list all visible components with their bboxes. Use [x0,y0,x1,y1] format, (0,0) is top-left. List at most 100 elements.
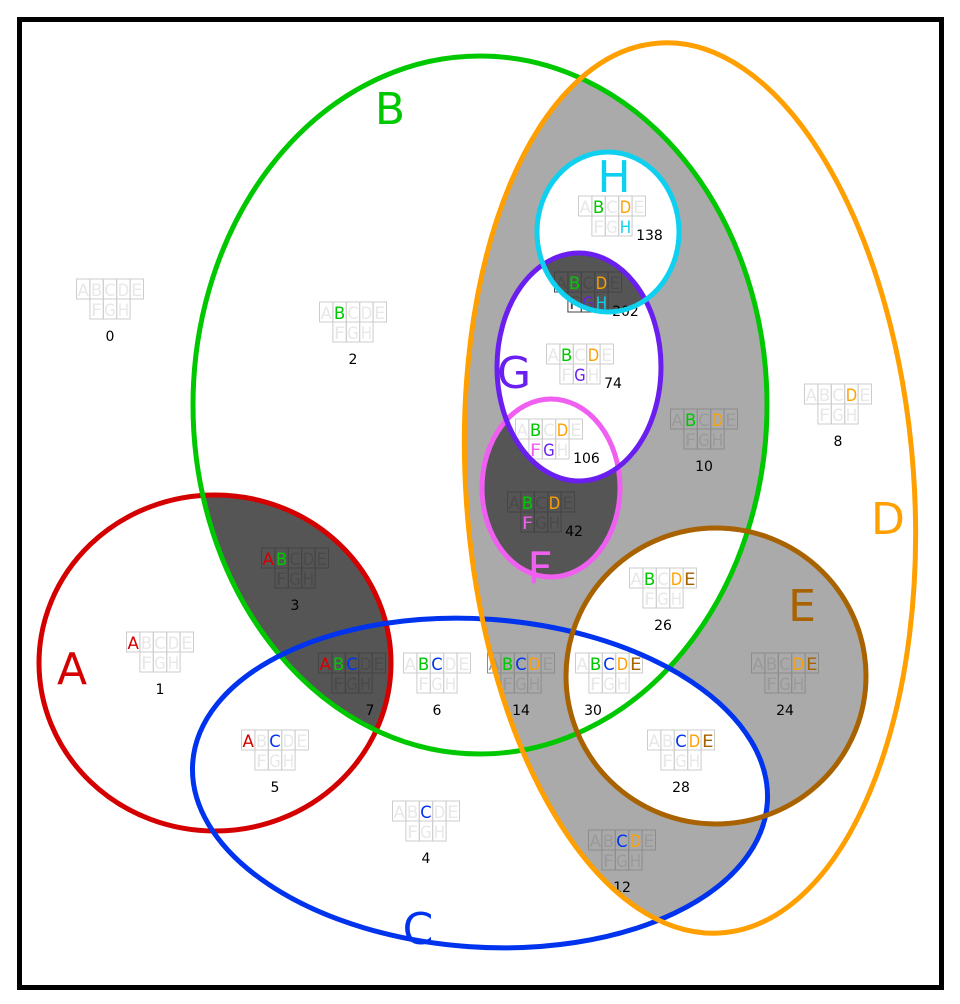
region-count: 10 [695,459,713,475]
region-count: 6 [433,703,442,719]
region-count: 3 [291,598,300,614]
set-letter: A [78,281,90,301]
set-letter: G [269,752,280,772]
set-letter: A [243,732,255,752]
set-letter: B [603,832,614,852]
set-letter: E [643,832,654,852]
letter-cell [166,651,181,673]
set-letter: D [620,198,631,218]
set-letter: F [334,324,345,344]
letter-cell [599,343,614,365]
set-letter: F [418,675,429,695]
set-letter: F [276,570,287,590]
set-letter: G [347,324,358,344]
region-count: 26 [654,618,672,634]
letter-cell [116,298,131,320]
letter-cell [710,428,725,450]
set-letter: A [672,411,684,431]
set-letter: D [445,655,456,675]
set-letter: F [141,654,152,674]
set-c-ellipse [189,615,771,951]
set-letter: E [702,732,713,752]
set-letter: D [549,494,560,514]
set-letter: E [725,411,736,431]
set-letter: F [561,366,572,386]
set-letter: E [609,274,620,294]
set-letter: E [181,634,192,654]
set-letter: G [515,675,526,695]
set-d-ellipse [461,40,919,936]
letter-cell [281,749,296,771]
set-letter: A [753,655,765,675]
region-count: 30 [584,703,602,719]
letter-cell [669,587,684,609]
set-f-ellipse [479,396,623,580]
set-letter: A [394,803,406,823]
set-letter: G [543,441,554,461]
set-letter: B [569,274,580,294]
set-letter: C [104,281,115,301]
region-count: 2 [349,352,358,368]
set-letter: C [289,550,300,570]
set-letter: F [502,675,513,695]
set-letter: G [431,675,442,695]
set-letter: B [522,494,533,514]
letter-cell [129,278,145,300]
set-letter: H [361,324,372,344]
set-letter: H [557,441,568,461]
set-g-ellipse [494,250,664,484]
region-count: 1 [156,682,165,698]
letter-cell [723,408,738,430]
set-letter: H [793,675,804,695]
set-letter: H [846,406,857,426]
set-letter: E [806,655,817,675]
set-letter: A [320,655,332,675]
set-letter: C [515,655,526,675]
set-letter: D [361,304,372,324]
set-letter: G [535,514,546,534]
set-letter: C [154,634,165,654]
set-letter: C [347,304,358,324]
set-letter: A [128,634,140,654]
set-letter: H [671,590,682,610]
set-letter: F [333,675,344,695]
set-letter: F [256,752,267,772]
set-letter: C [779,655,790,675]
set-letter: G [574,366,585,386]
letter-cell [700,729,715,751]
set-letter: B [418,655,429,675]
set-letter: D [168,634,179,654]
set-letter: A [263,550,275,570]
set-letter: D [712,411,723,431]
set-letter: A [405,655,417,675]
set-letter: G [420,823,431,843]
set-letter: C [346,655,357,675]
letter-cell [527,672,542,694]
set-letter: B [91,281,102,301]
letter-cell [857,383,872,405]
set-letter: D [846,386,857,406]
region-count: 74 [604,376,622,392]
set-letter: E [542,655,553,675]
set-letter: F [522,514,533,534]
set-label: D [871,494,905,545]
set-letter: A [649,732,661,752]
set-letter: A [548,346,560,366]
set-letter: C [832,386,843,406]
region-count: 5 [271,780,280,796]
set-letter: A [590,832,602,852]
set-letter: C [657,570,668,590]
set-letter: B [685,411,696,431]
set-letter: H [549,514,560,534]
region-count: 4 [422,851,431,867]
region-count: 42 [565,524,583,540]
set-letter: F [91,301,102,321]
set-letter: B [256,732,267,752]
letter-cell [179,631,195,653]
